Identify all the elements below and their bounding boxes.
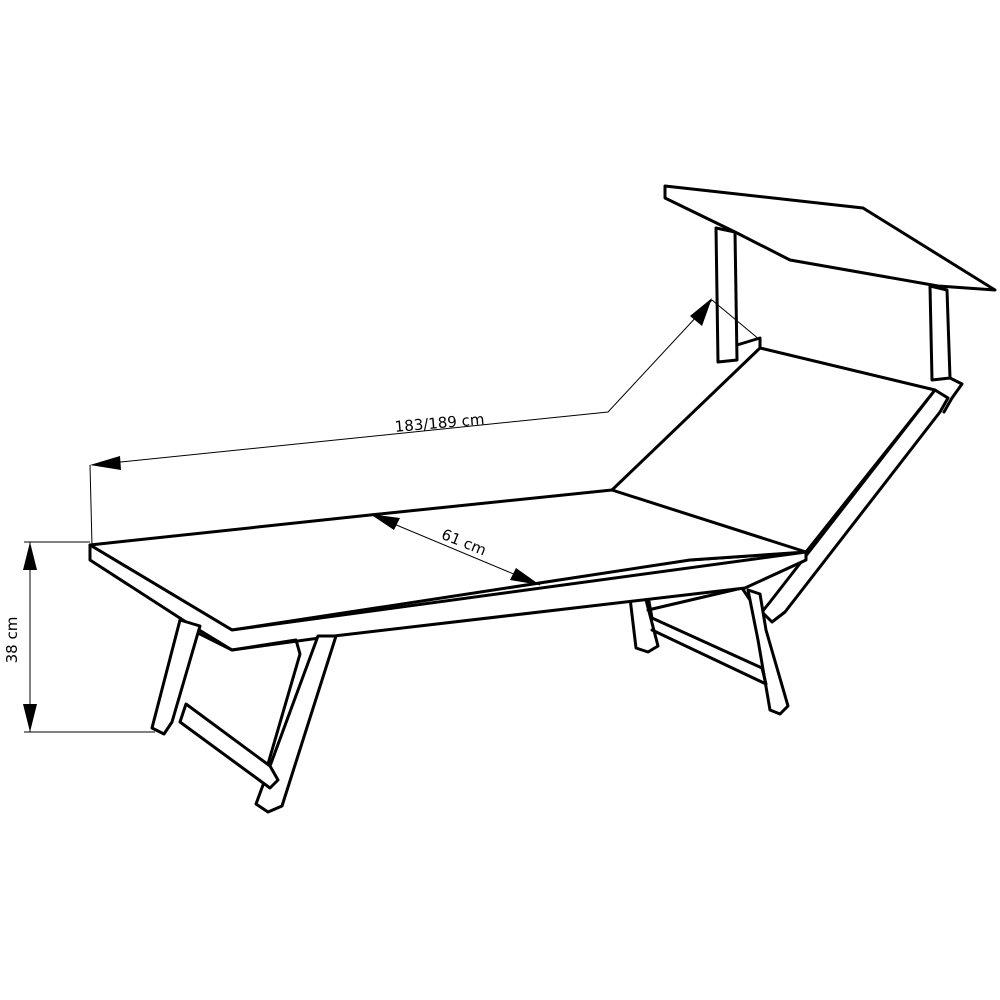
- seat-rail-front: [88, 543, 808, 652]
- dimension-length-arrow-right: [690, 298, 712, 326]
- dimension-height-arrow-bottom: [23, 704, 37, 732]
- dimension-length-line: [91, 299, 713, 466]
- dimension-height: 38 cm: [3, 541, 155, 733]
- front-leg-upper-brace: [198, 632, 302, 766]
- dimension-width-arrow-bottom: [510, 568, 540, 585]
- dimension-length-label: 183/189 cm: [394, 410, 485, 436]
- dimension-width-line: [369, 513, 541, 586]
- dimension-length-extension-left: [89, 464, 93, 546]
- dimension-height-arrow-top: [23, 542, 37, 570]
- rear-leg-right: [746, 588, 790, 716]
- rear-leg-crossbar: [646, 594, 768, 686]
- front-leg-left: [150, 618, 202, 736]
- rear-leg-left: [628, 594, 660, 654]
- canopy-strut-left: [735, 336, 762, 352]
- canopy-shade: [663, 184, 997, 292]
- backrest-rail-right: [760, 388, 950, 624]
- canopy: [663, 184, 997, 414]
- dimension-length-arrow-left: [90, 456, 121, 470]
- front-leg-crossbar: [178, 702, 280, 790]
- canopy-strut-right: [942, 376, 964, 414]
- frame: [88, 488, 808, 814]
- dimension-length-extension-right: [711, 299, 761, 341]
- dimension-height-label: 38 cm: [3, 617, 21, 664]
- dimension-width-arrow-top: [370, 514, 400, 530]
- canopy-post-right: [928, 284, 952, 382]
- canopy-post-left: [714, 226, 739, 364]
